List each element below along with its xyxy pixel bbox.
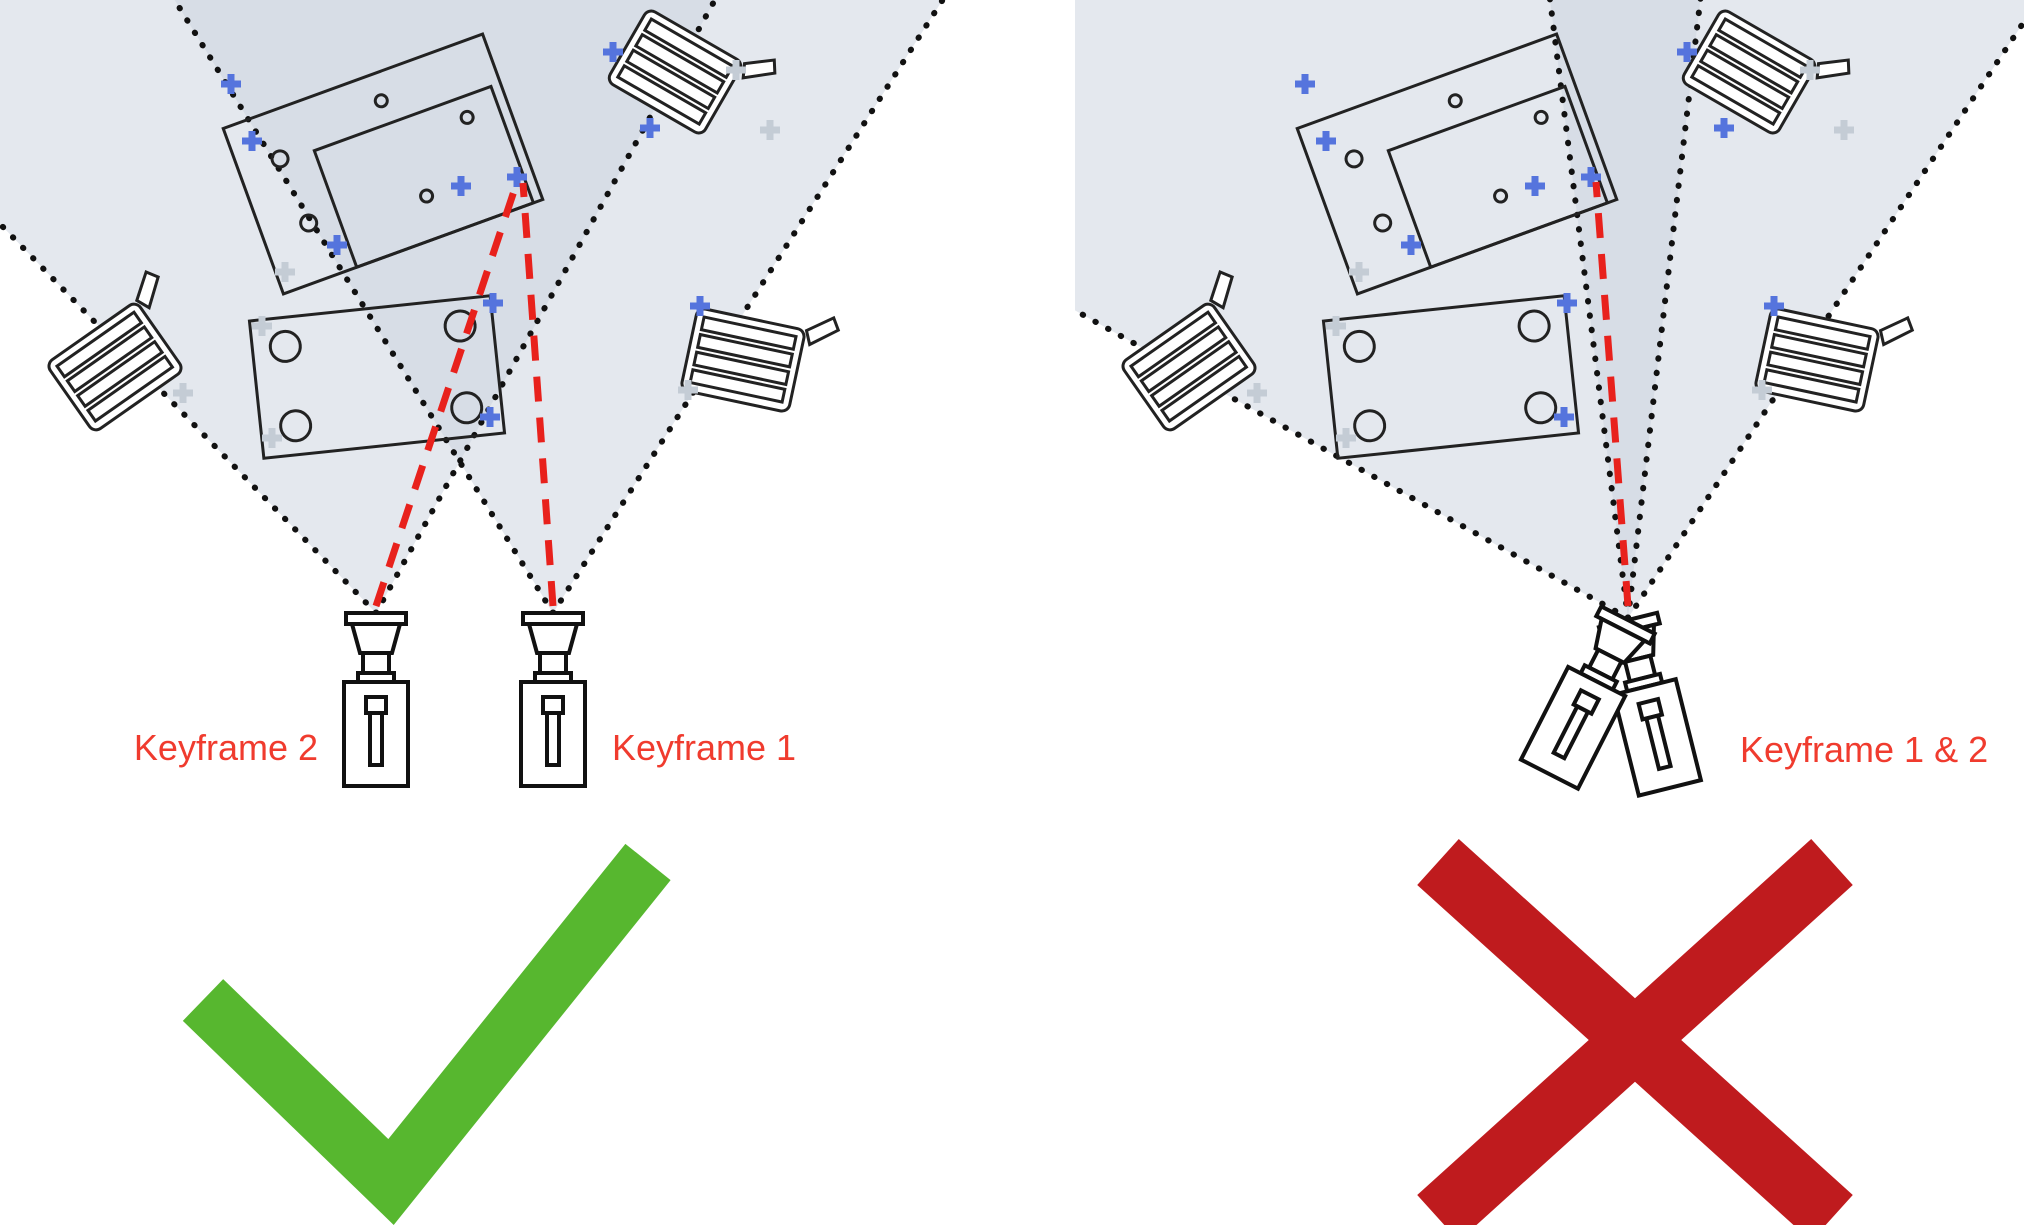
right-frustums: [1075, 0, 2024, 621]
frustum-edge: [1547, 0, 1631, 621]
left-panel: Keyframe 2 Keyframe 1: [0, 0, 947, 1225]
frustum-fill-keyframe1: [1075, 0, 1701, 618]
keyframe1-ray: [519, 182, 557, 607]
keyframe2-label: Keyframe 2: [134, 727, 318, 768]
frustum-edge: [171, 0, 556, 616]
frustum-edge: [1625, 16, 2024, 621]
right-panel: Keyframe 1 & 2: [1075, 0, 2024, 1225]
keyframe-1-2-ray: [1592, 181, 1632, 607]
keyframe-1-2-label: Keyframe 1 & 2: [1740, 729, 1988, 770]
checkmark-icon: [182, 843, 671, 1225]
frustum-edge: [550, 0, 947, 616]
cross-icon: [1417, 838, 1853, 1225]
camera-icon-keyframe2: [342, 611, 410, 788]
frustum-fill-keyframe2: [1550, 0, 2024, 618]
camera-icon-keyframe1: [519, 611, 587, 788]
frustum-fill-keyframe1: [174, 0, 943, 613]
keyframe2-ray: [372, 180, 521, 608]
keyframe1-label: Keyframe 1: [612, 727, 796, 768]
